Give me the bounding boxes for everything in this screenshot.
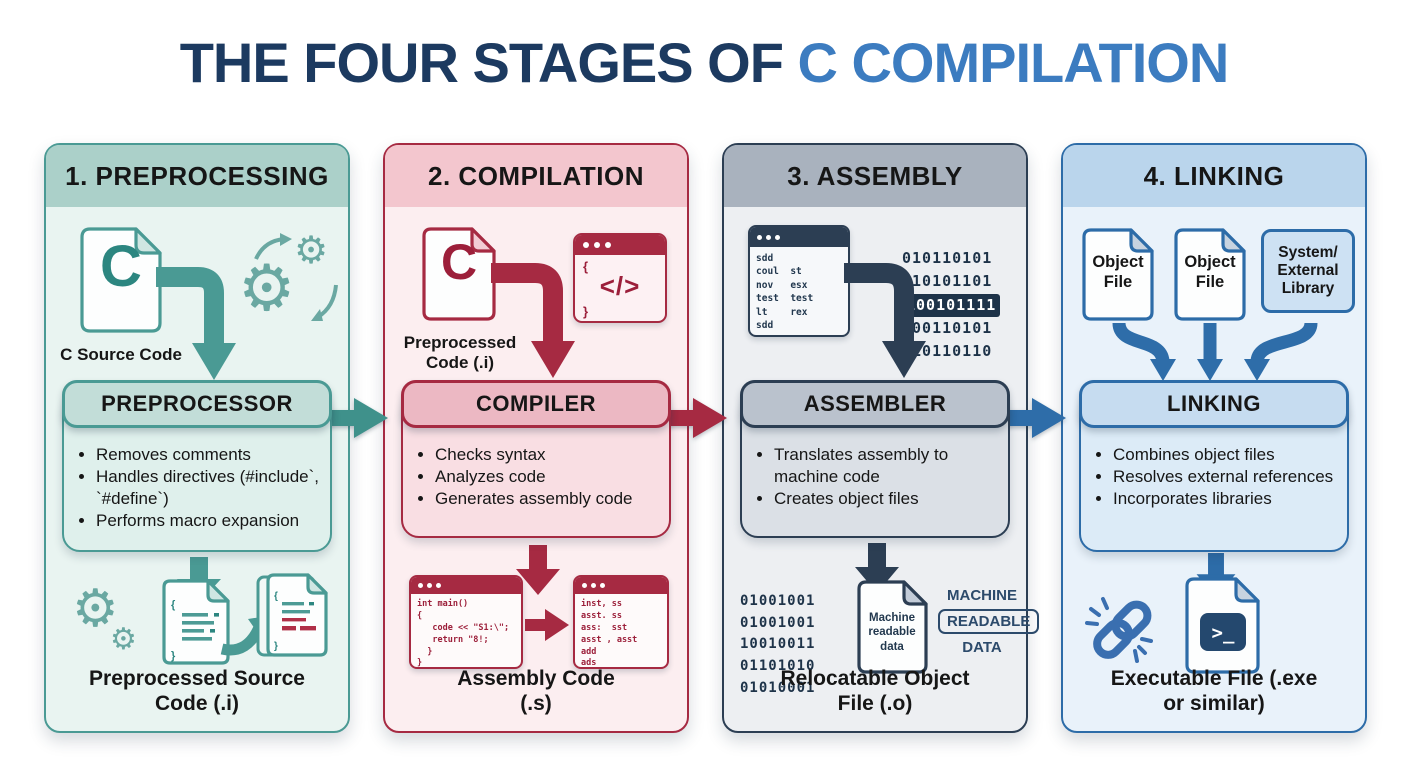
stage-output-label: Executable File (.exe or similar) — [1110, 667, 1318, 716]
executable-file-icon: >_ — [1185, 577, 1260, 674]
svg-text:{: { — [171, 599, 176, 611]
c-source-file-icon — [80, 227, 162, 333]
bullet-item: Handles directives (#include`, `#define`… — [96, 466, 322, 510]
object-file-icon — [857, 580, 928, 674]
stage-header-compilation: 2. COMPILATION — [385, 145, 687, 207]
elbow-arrow-down — [156, 267, 236, 380]
assembly-code-window: inst, ss asst. ss ass: sst asst , asst a… — [573, 575, 669, 669]
bullet-item: Removes comments — [96, 444, 322, 466]
elbow-arrow-down — [491, 263, 575, 378]
c-source-code-label: C Source Code — [60, 345, 182, 364]
stage-panel-linking: 4. LINKING Object File Object File Syste… — [1061, 143, 1367, 733]
preprocessor-box: PREPROCESSOR — [62, 380, 332, 428]
binary-output-block: 010110101 010101101 100101111 100110101 … — [902, 247, 1001, 363]
stage-header-label: 3. ASSEMBLY — [787, 160, 963, 191]
flow-arrow-compilation-to-assembly — [661, 398, 727, 438]
binary-data-block: 01001001 01001001 10010011 01101010 0101… — [740, 593, 816, 696]
preprocessed-file-icon — [422, 227, 496, 321]
bullet-item: Creates object files — [774, 488, 1000, 510]
stage-output-label: Preprocessed Source Code (.i) — [89, 667, 305, 716]
bullet-item: Translates assembly to machine code — [774, 444, 1000, 488]
assembler-box: ASSEMBLER — [740, 380, 1010, 428]
code-window-icon: { </> } — [573, 233, 667, 323]
window-titlebar — [575, 235, 665, 255]
stage-header-linking: 4. LINKING — [1063, 145, 1365, 207]
svg-text:}: } — [274, 641, 278, 652]
stage-panel-compilation: 2. COMPILATION C Preprocessed Code (.i) … — [383, 143, 689, 733]
c-file-letter: C — [100, 234, 142, 299]
title-prefix: THE FOUR STAGES OF — [179, 31, 798, 94]
window-titlebar — [750, 227, 848, 247]
stage-header-label: 1. PREPROCESSING — [65, 160, 329, 191]
svg-text:}: } — [171, 650, 176, 662]
readable-boxed-word: READABLE — [938, 609, 1040, 634]
bullet-item: Checks syntax — [435, 444, 661, 466]
brace-open: { — [583, 259, 589, 274]
right-arrow — [525, 609, 569, 641]
stage-header-label: 2. COMPILATION — [428, 160, 644, 191]
compiler-box: COMPILER — [401, 380, 671, 428]
linking-box: LINKING — [1079, 380, 1349, 428]
system-external-library-box: System/ External Library — [1261, 229, 1355, 313]
window-titlebar — [575, 577, 667, 594]
bullet-item: Combines object files — [1113, 444, 1339, 466]
gear-icon: ⚙ — [238, 252, 296, 326]
stage-header-label: 4. LINKING — [1143, 160, 1285, 191]
title-highlight: C COMPILATION — [797, 31, 1229, 94]
bullet-item: Incorporates libraries — [1113, 488, 1339, 510]
object-file-icon — [1082, 228, 1154, 321]
object-file-label: Object File — [1092, 253, 1144, 291]
machine-readable-file-label: Machine readable data — [868, 612, 916, 653]
bullet-item: Generates assembly code — [435, 488, 661, 510]
bullet-item: Resolves external references — [1113, 466, 1339, 488]
stage-output-label: Assembly Code (.s) — [457, 667, 615, 716]
chain-link-icon — [1085, 597, 1153, 663]
down-arrow — [516, 545, 560, 595]
assembly-source-window: sdd coul st nov esx test test lt rex sdd — [748, 225, 850, 337]
down-arrow — [855, 543, 899, 593]
flow-arrow-assembly-to-linking — [1000, 398, 1066, 438]
svg-text:{: { — [274, 591, 278, 602]
machine-readable-data-caption: MACHINE READABLE DATA — [938, 587, 1040, 656]
terminal-glyph: >_ — [1212, 622, 1235, 644]
stage-header-preprocessing: 1. PREPROCESSING — [46, 145, 348, 207]
stage-output-label: Relocatable Object File (.o) — [780, 667, 970, 716]
binary-highlighted-row: 100101111 — [902, 293, 1001, 317]
page-title: THE FOUR STAGES OF C COMPILATION — [0, 30, 1408, 95]
gear-icon: ⚙ — [72, 579, 119, 639]
code-document-icon: { } — [162, 579, 230, 665]
source-code-window: int main() { code << "S1:\"; return "8!;… — [409, 575, 523, 669]
preprocessed-code-label: Preprocessed Code (.i) — [403, 333, 517, 373]
elbow-arrow-down — [844, 263, 926, 378]
code-glyph: </> — [599, 271, 641, 301]
object-file-label: Object File — [1184, 253, 1236, 291]
window-titlebar — [411, 577, 521, 594]
gear-icon-small: ⚙ — [294, 228, 329, 272]
bullet-item: Analyzes code — [435, 466, 661, 488]
object-file-icon — [1174, 228, 1246, 321]
gear-cycle-arrows-icon — [254, 233, 338, 321]
brace-close: } — [583, 304, 589, 319]
bullet-item: Performs macro expansion — [96, 510, 322, 532]
converging-arrows — [1112, 323, 1318, 381]
gear-icon-small: ⚙ — [110, 622, 137, 657]
stage-header-assembly: 3. ASSEMBLY — [724, 145, 1026, 207]
preprocessed-document-icon: { } — [256, 573, 328, 657]
flow-arrow-preprocessing-to-compilation — [322, 398, 388, 438]
stage-panel-preprocessing: 1. PREPROCESSING C C Source Code ⚙ ⚙ PRE… — [44, 143, 350, 733]
c-file-letter: C — [440, 234, 478, 290]
stage-panel-assembly: 3. ASSEMBLY sdd coul st nov esx test tes… — [722, 143, 1040, 733]
